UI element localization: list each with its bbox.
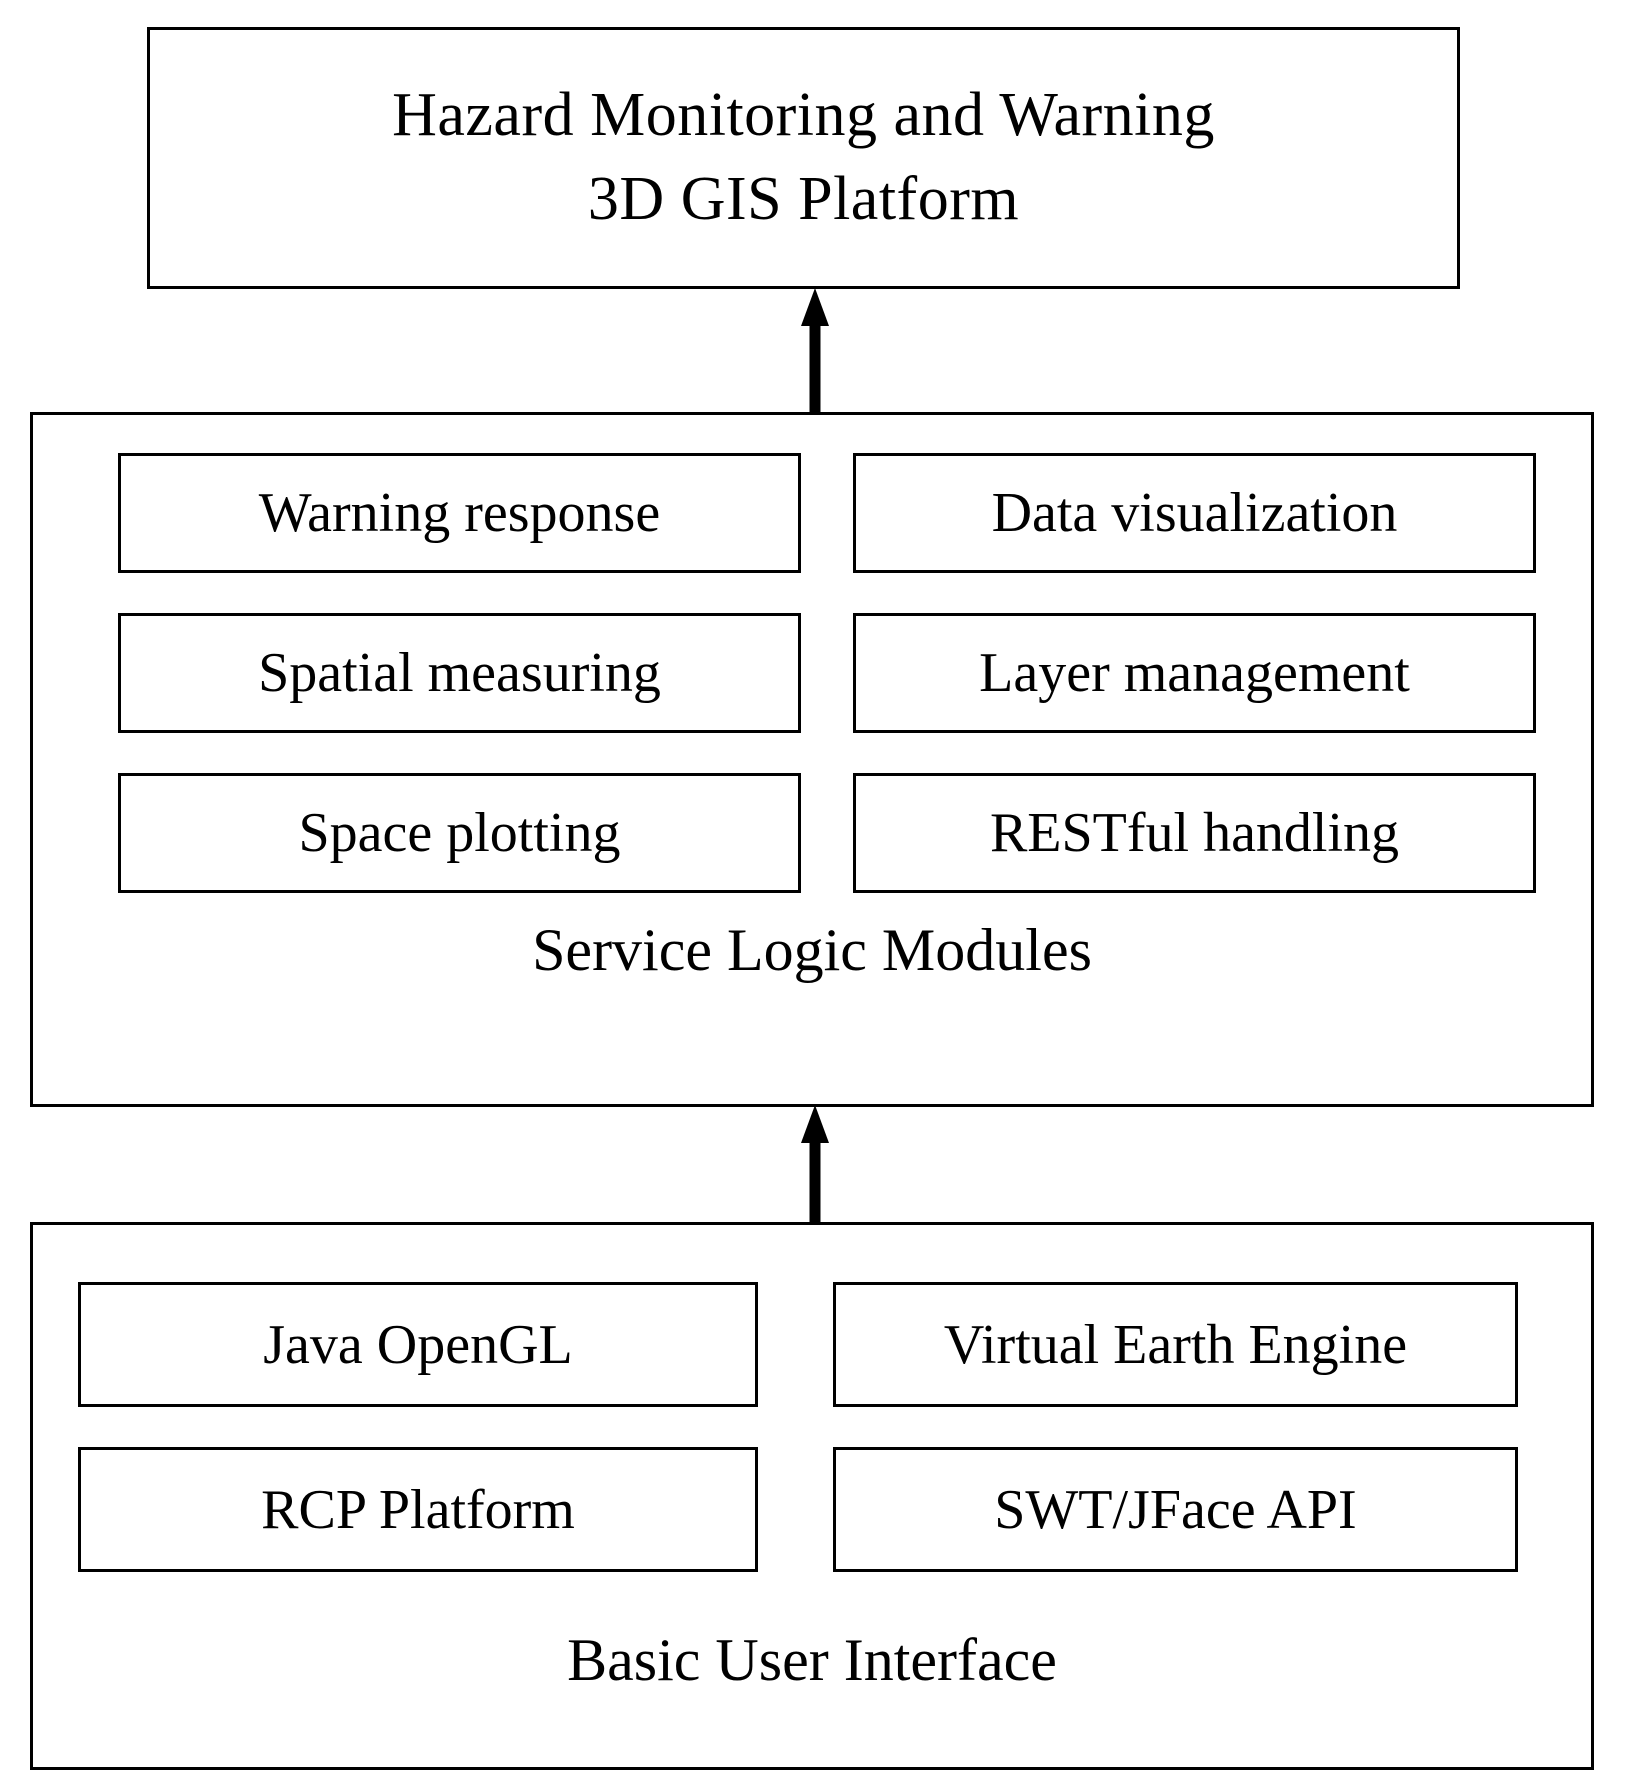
arrow-service-to-platform-icon	[795, 288, 835, 415]
basic-ui-container: Java OpenGL RCP Platform Virtual Earth E…	[30, 1222, 1594, 1770]
module-virtual-earth-engine: Virtual Earth Engine	[833, 1282, 1518, 1407]
module-rcp-platform: RCP Platform	[78, 1447, 758, 1572]
module-label: Spatial measuring	[258, 642, 661, 704]
arrow-up-icon	[801, 288, 829, 415]
module-space-plotting: Space plotting	[118, 773, 801, 893]
module-data-visualization: Data visualization	[853, 453, 1536, 573]
platform-title-line-1: Hazard Monitoring and Warning	[392, 81, 1215, 150]
service-logic-container: Warning response Spatial measuring Space…	[30, 412, 1594, 1107]
module-label: Layer management	[979, 642, 1410, 704]
module-label: Space plotting	[298, 802, 621, 864]
module-label: Data visualization	[991, 482, 1398, 544]
module-warning-response: Warning response	[118, 453, 801, 573]
module-restful-handling: RESTful handling	[853, 773, 1536, 893]
module-label: Java OpenGL	[263, 1313, 573, 1376]
service-logic-caption: Service Logic Modules	[532, 917, 1092, 983]
module-label: Virtual Earth Engine	[943, 1313, 1408, 1376]
module-label: RCP Platform	[261, 1478, 575, 1541]
arrow-up-icon	[801, 1105, 829, 1225]
arrow-ui-to-service-icon	[795, 1105, 835, 1225]
module-label: Warning response	[258, 482, 661, 544]
basic-ui-caption: Basic User Interface	[567, 1627, 1057, 1693]
module-layer-management: Layer management	[853, 613, 1536, 733]
module-swt-jface-api: SWT/JFace API	[833, 1447, 1518, 1572]
platform-box: Hazard Monitoring and Warning 3D GIS Pla…	[147, 27, 1460, 289]
module-label: RESTful handling	[989, 802, 1400, 864]
platform-title-line-2: 3D GIS Platform	[587, 165, 1020, 233]
module-spatial-measuring: Spatial measuring	[118, 613, 801, 733]
module-java-opengl: Java OpenGL	[78, 1282, 758, 1407]
module-label: SWT/JFace API	[994, 1478, 1357, 1541]
